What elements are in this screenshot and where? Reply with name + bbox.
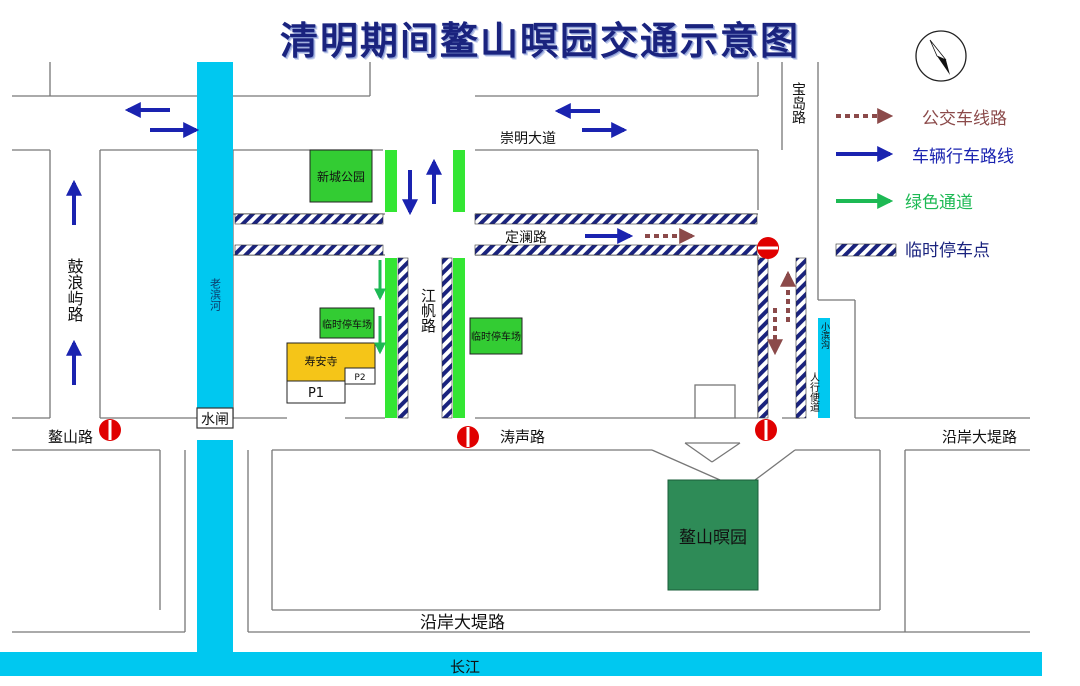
place-label-park: 新城公园	[317, 169, 365, 184]
laojiang-river	[197, 62, 233, 422]
stream-label-xiaohun: 小滨沟	[819, 322, 830, 350]
changjiang-river	[0, 652, 1042, 676]
p1-box	[286, 380, 346, 404]
parking-left-block	[319, 307, 375, 339]
river-label-laojiang: 老滨河	[209, 278, 222, 311]
place-label-parking-right: 临时停车场	[471, 330, 521, 343]
road-label-yanan-right: 沿岸大堤路	[942, 428, 1017, 446]
park-block	[309, 149, 373, 203]
green-channel-bars	[385, 150, 465, 418]
road-label-tangsheng: 涛声路	[500, 428, 545, 446]
place-label-p2: P2	[354, 373, 365, 383]
legend-symbols	[835, 108, 897, 257]
place-label-temple: 寿安寺	[305, 354, 338, 368]
parking-hatch	[234, 213, 807, 419]
road-label-dinglan: 定澜路	[505, 230, 547, 246]
car-route-arrows	[66, 102, 634, 385]
place-label-p1: P1	[308, 386, 324, 401]
legend-label-bus: 公交车线路	[922, 109, 1007, 129]
road-label-renxing: 人行便道	[808, 372, 820, 412]
map-title: 清明期间鳌山暝园交通示意图	[279, 18, 800, 63]
road-label-aoshan: 鳌山路	[48, 428, 93, 446]
legend-label-green: 绿色通道	[905, 193, 973, 213]
bus-route-arrows	[645, 228, 796, 356]
road-label-gulangyu: 鼓浪屿路	[65, 258, 84, 322]
no-entry-icon	[757, 237, 779, 259]
place-label-parking-left: 临时停车场	[322, 318, 372, 331]
place-label-cemetery: 鳌山暝园	[679, 528, 747, 548]
no-entry-icon	[755, 419, 777, 441]
sluice-box	[196, 407, 234, 429]
parking-right-block	[469, 317, 523, 355]
no-entry-icon	[99, 419, 121, 441]
road-label-chongming: 崇明大道	[500, 131, 556, 147]
sluice-label: 水闸	[201, 412, 229, 428]
legend-label-parking: 临时停车点	[905, 241, 990, 261]
road-label-jiangfan: 江帆路	[419, 288, 437, 333]
legend-label-car: 车辆行车路线	[912, 147, 1014, 167]
p2-box	[344, 367, 376, 385]
xiaohun-stream	[818, 318, 830, 418]
compass-icon	[915, 30, 967, 82]
river-label-changjiang: 长江	[450, 658, 480, 676]
road-label-yanan-bottom: 沿岸大堤路	[420, 613, 505, 633]
no-entry-signs	[99, 237, 779, 448]
rivers	[0, 62, 1042, 676]
no-entry-icon	[457, 426, 479, 448]
road-label-baodao: 宝岛路	[790, 82, 806, 124]
cemetery-block	[667, 479, 759, 591]
